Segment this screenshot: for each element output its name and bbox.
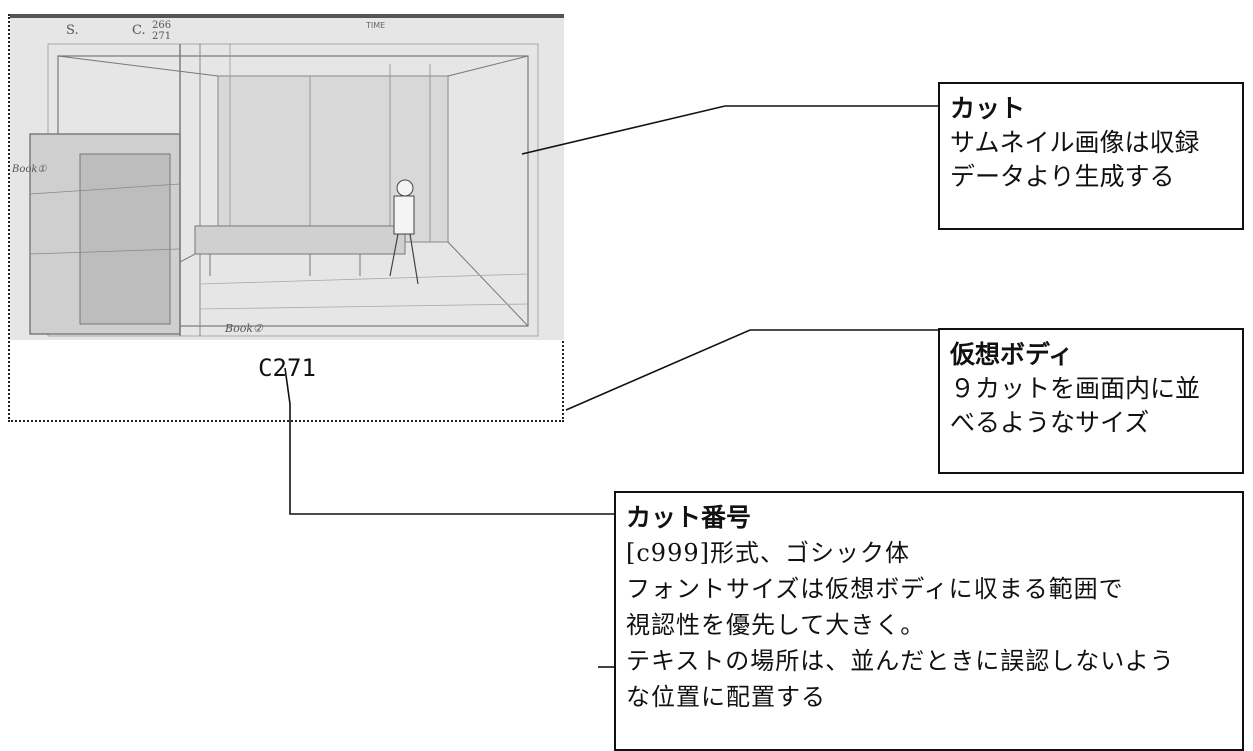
connector-cut bbox=[521, 105, 938, 155]
connector-cut-number bbox=[284, 367, 614, 515]
connector-virtual-body bbox=[565, 329, 938, 411]
cut-label: C. bbox=[132, 23, 146, 38]
book-left-label: Book① bbox=[11, 164, 47, 175]
cut-ref: 266 bbox=[152, 20, 171, 31]
callout-cut-number: カット番号 [c999]形式、ゴシック体 フォントサイズは仮想ボディに収まる範囲… bbox=[614, 491, 1244, 751]
callout-virtual-body-body: ９カットを画面内に並 べるようなサイズ bbox=[950, 374, 1201, 437]
callout-cut-number-title: カット番号 bbox=[626, 503, 752, 532]
book-bottom-label: Book② bbox=[224, 322, 264, 335]
sketch-image: S. C. 266 271 TIME Book① Book② bbox=[10, 14, 564, 340]
cut-ref-2: 271 bbox=[152, 31, 171, 42]
scene-label: S. bbox=[66, 23, 79, 38]
time-label: TIME bbox=[365, 21, 385, 30]
callout-cut-body: サムネイル画像は収録 データより生成する bbox=[950, 128, 1200, 191]
callout-virtual-body: 仮想ボディ ９カットを画面内に並 べるようなサイズ bbox=[938, 328, 1244, 474]
callout-cut-title: カット bbox=[950, 94, 1026, 123]
callout-virtual-body-title: 仮想ボディ bbox=[950, 340, 1074, 369]
cut-thumbnail: S. C. 266 271 TIME Book① Book② bbox=[10, 14, 564, 340]
callout-cut: カット サムネイル画像は収録 データより生成する bbox=[938, 82, 1244, 230]
callout-cut-number-body: [c999]形式、ゴシック体 フォントサイズは仮想ボディに収まる範囲で 視認性を… bbox=[626, 539, 1175, 711]
